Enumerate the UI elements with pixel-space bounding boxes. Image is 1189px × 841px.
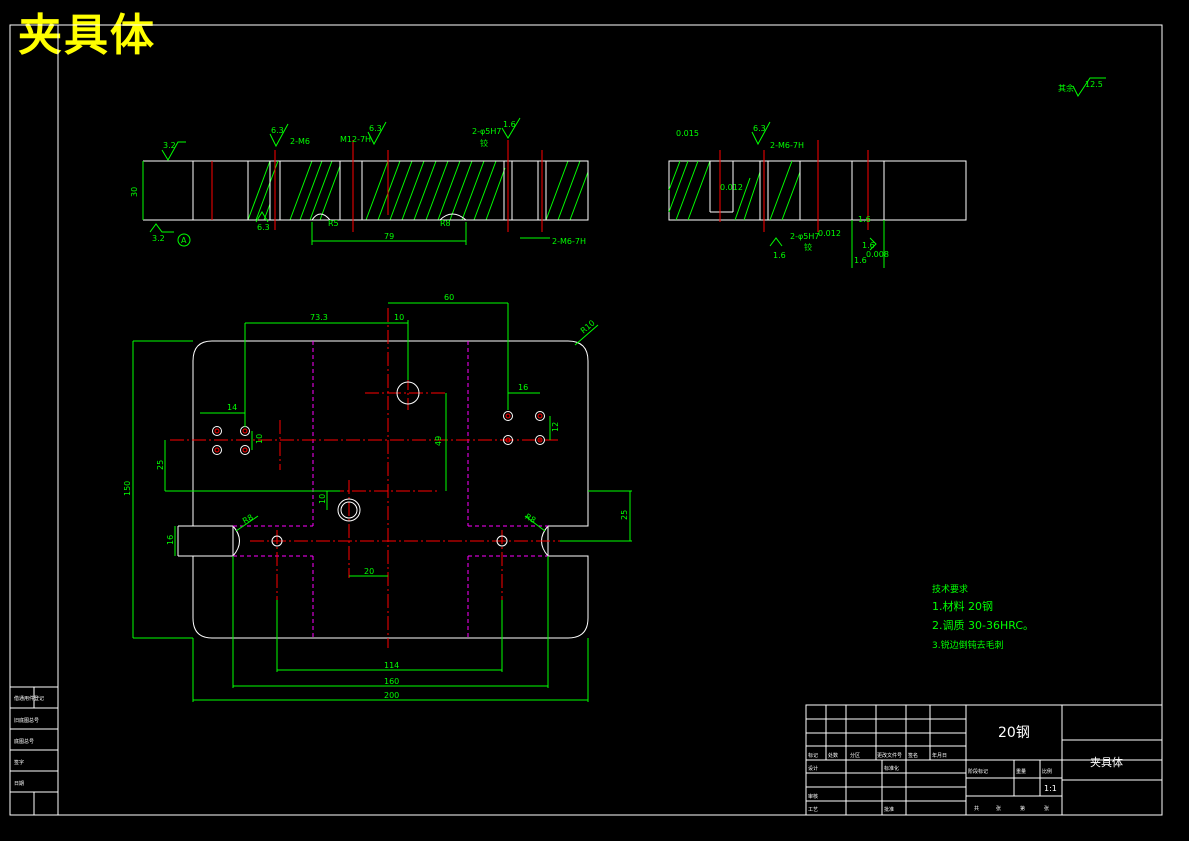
svg-text:共: 共 xyxy=(974,805,979,812)
svg-text:签字: 签字 xyxy=(14,759,24,766)
svg-text:14: 14 xyxy=(227,403,237,412)
svg-text:底图总号: 底图总号 xyxy=(14,738,34,745)
svg-text:114: 114 xyxy=(384,661,399,670)
svg-text:R5: R5 xyxy=(328,219,339,228)
scale-value: 1:1 xyxy=(1044,784,1057,793)
svg-text:6.3: 6.3 xyxy=(271,126,284,135)
svg-text:旧底图总号: 旧底图总号 xyxy=(14,717,39,724)
svg-text:2-φ5H7: 2-φ5H7 xyxy=(472,127,501,136)
svg-text:16: 16 xyxy=(518,383,528,392)
svg-text:16: 16 xyxy=(166,535,175,545)
svg-text:150: 150 xyxy=(123,481,132,496)
svg-text:25: 25 xyxy=(156,460,165,470)
svg-text:铰: 铰 xyxy=(804,242,812,252)
svg-text:设计: 设计 xyxy=(808,765,818,772)
svg-text:阶段标记: 阶段标记 xyxy=(968,768,988,775)
svg-text:审核: 审核 xyxy=(808,793,818,800)
requirement-2: 2.调质 30-36HRC。 xyxy=(932,619,1034,632)
svg-text:25: 25 xyxy=(620,510,629,520)
svg-text:张: 张 xyxy=(996,805,1001,812)
svg-text:3.2: 3.2 xyxy=(152,234,165,243)
requirement-1: 1.材料 20钢 xyxy=(932,599,993,613)
svg-text:1.6: 1.6 xyxy=(858,215,871,224)
svg-text:年月日: 年月日 xyxy=(932,752,947,759)
svg-text:10: 10 xyxy=(255,434,264,444)
svg-text:73.3: 73.3 xyxy=(310,313,328,322)
svg-text:M12-7H: M12-7H xyxy=(340,135,371,144)
svg-text:R8: R8 xyxy=(440,219,451,228)
svg-text:49: 49 xyxy=(434,436,443,446)
material-label: 20钢 xyxy=(998,725,1030,741)
svg-text:1.6: 1.6 xyxy=(862,241,875,250)
svg-text:1.6: 1.6 xyxy=(854,256,867,265)
svg-text:处数: 处数 xyxy=(828,752,838,759)
svg-text:0.012: 0.012 xyxy=(720,183,743,192)
plan-view: 60 73.3 10 R10 14 10 16 12 49 25 150 10 … xyxy=(123,293,632,702)
outer-border xyxy=(9,24,1163,816)
svg-text:日期: 日期 xyxy=(14,781,24,787)
svg-text:2-φ5H7: 2-φ5H7 xyxy=(790,232,819,241)
drawing-title: 夹具体 xyxy=(18,10,156,61)
svg-text:第: 第 xyxy=(1020,805,1025,812)
svg-text:0.012: 0.012 xyxy=(818,229,841,238)
svg-text:借通用件登记: 借通用件登记 xyxy=(14,695,44,702)
svg-text:R8: R8 xyxy=(241,513,255,526)
svg-text:签名: 签名 xyxy=(908,752,918,759)
svg-text:30: 30 xyxy=(130,187,139,197)
svg-text:12.5: 12.5 xyxy=(1085,80,1103,89)
svg-text:79: 79 xyxy=(384,232,394,241)
front-section-view: 30 79 R5 R8 3.2 3.2 A 6.3 2-M6 6.3 M12-7… xyxy=(130,117,589,247)
part-name: 夹具体 xyxy=(1090,755,1123,769)
svg-text:工艺: 工艺 xyxy=(808,807,818,813)
svg-text:2-M6-7H: 2-M6-7H xyxy=(552,237,586,246)
svg-text:6.3: 6.3 xyxy=(369,124,382,133)
technical-requirements: 技术要求 1.材料 20钢 2.调质 30-36HRC。 3.锐边倒钝去毛刺 xyxy=(932,583,1034,651)
requirements-heading: 技术要求 xyxy=(932,583,968,595)
requirement-3: 3.锐边倒钝去毛刺 xyxy=(932,639,1004,651)
svg-text:张: 张 xyxy=(1044,805,1049,812)
svg-text:2-M6-7H: 2-M6-7H xyxy=(770,141,804,150)
svg-text:10: 10 xyxy=(394,313,404,322)
svg-text:更改文件号: 更改文件号 xyxy=(877,752,902,759)
svg-text:0.008: 0.008 xyxy=(866,250,889,259)
svg-text:1.6: 1.6 xyxy=(773,251,786,260)
svg-text:标记: 标记 xyxy=(808,752,818,759)
svg-text:比例: 比例 xyxy=(1042,768,1052,775)
svg-text:10: 10 xyxy=(318,494,327,504)
svg-text:12: 12 xyxy=(551,422,560,432)
svg-text:3.2: 3.2 xyxy=(163,141,176,150)
svg-text:6.3: 6.3 xyxy=(753,124,766,133)
svg-text:R10: R10 xyxy=(579,318,597,335)
roughness-note: 其余 12.5 xyxy=(1058,77,1106,97)
title-block: 标记 处数 分区 更改文件号 签名 年月日 设计 标准化 审核 工艺 批准 阶段… xyxy=(805,704,1163,816)
svg-text:200: 200 xyxy=(384,691,399,700)
svg-text:6.3: 6.3 xyxy=(257,223,270,232)
svg-text:1.6: 1.6 xyxy=(503,120,516,129)
svg-text:A: A xyxy=(181,236,187,245)
svg-text:分区: 分区 xyxy=(850,752,860,759)
side-record-block: 借通用件登记 旧底图总号 底图总号 签字 日期 xyxy=(9,686,59,816)
svg-text:20: 20 xyxy=(364,567,374,576)
svg-text:160: 160 xyxy=(384,677,399,686)
svg-text:铰: 铰 xyxy=(480,138,488,148)
svg-text:其余: 其余 xyxy=(1058,83,1074,93)
svg-text:标准化: 标准化 xyxy=(884,765,899,772)
svg-text:60: 60 xyxy=(444,293,454,302)
svg-text:2-M6: 2-M6 xyxy=(290,137,310,146)
svg-text:重量: 重量 xyxy=(1016,768,1026,775)
svg-text:批准: 批准 xyxy=(884,806,894,813)
svg-text:0.015: 0.015 xyxy=(676,129,699,138)
